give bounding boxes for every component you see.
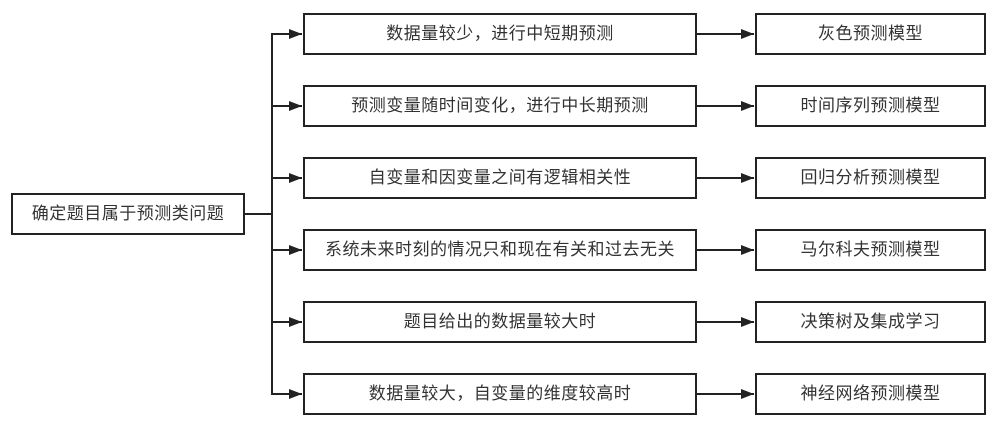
root-node-label: 确定题目属于预测类问题	[31, 203, 225, 223]
condition-node-label: 数据量较大，自变量的维度较高时	[368, 383, 632, 403]
model-node: 神经网络预测模型	[755, 373, 986, 415]
condition-node: 系统未来时刻的情况只和现在有关和过去无关	[303, 229, 697, 271]
model-node: 时间序列预测模型	[755, 85, 986, 127]
condition-node: 题目给出的数据量较大时	[303, 301, 697, 343]
condition-node: 自变量和因变量之间有逻辑相关性	[303, 157, 697, 199]
condition-node: 预测变量随时间变化，进行中长期预测	[303, 85, 697, 127]
model-node-label: 灰色预测模型	[818, 23, 923, 43]
model-node-label: 马尔科夫预测模型	[800, 239, 941, 259]
model-node: 回归分析预测模型	[755, 157, 986, 199]
model-node: 决策树及集成学习	[755, 301, 986, 343]
model-node-label: 神经网络预测模型	[800, 383, 941, 403]
model-node-label: 回归分析预测模型	[800, 167, 941, 187]
condition-node: 数据量较少，进行中短期预测	[303, 13, 697, 55]
condition-node-label: 数据量较少，进行中短期预测	[386, 23, 614, 43]
model-node-label: 决策树及集成学习	[800, 311, 941, 331]
root-node: 确定题目属于预测类问题	[11, 193, 245, 235]
model-node: 马尔科夫预测模型	[755, 229, 986, 271]
condition-node-label: 预测变量随时间变化，进行中长期预测	[351, 95, 649, 115]
condition-node: 数据量较大，自变量的维度较高时	[303, 373, 697, 415]
model-node-label: 时间序列预测模型	[800, 95, 941, 115]
condition-node-label: 自变量和因变量之间有逻辑相关性	[368, 167, 632, 187]
condition-node-label: 系统未来时刻的情况只和现在有关和过去无关	[325, 239, 675, 259]
model-node: 灰色预测模型	[755, 13, 986, 55]
condition-node-label: 题目给出的数据量较大时	[403, 311, 597, 331]
